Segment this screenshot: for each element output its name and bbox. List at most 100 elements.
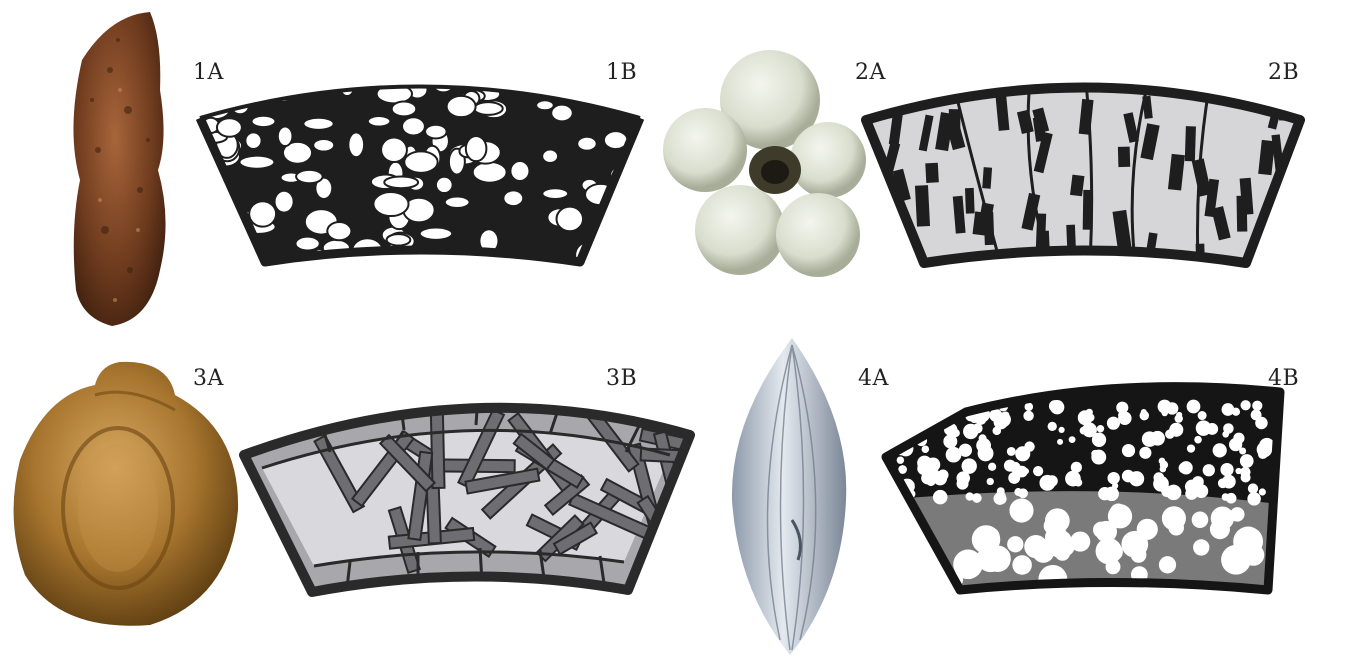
grain: [295, 237, 319, 251]
grain: [425, 252, 453, 275]
pore: [1220, 463, 1233, 476]
pore: [1255, 417, 1267, 429]
rod: [1118, 147, 1130, 168]
pore: [1110, 504, 1126, 520]
pore: [1122, 470, 1135, 483]
pore: [1222, 403, 1235, 416]
pore: [933, 472, 947, 486]
pore: [1142, 431, 1158, 447]
grain: [510, 161, 529, 181]
pore: [1230, 507, 1244, 521]
rod: [925, 163, 939, 183]
pore: [1248, 483, 1258, 493]
grain: [433, 77, 454, 93]
grain: [425, 125, 447, 139]
pore: [1222, 493, 1230, 501]
pore: [1222, 431, 1229, 438]
pore: [1261, 447, 1271, 457]
pore: [1050, 400, 1064, 414]
pore: [960, 476, 967, 483]
pore: [1213, 443, 1227, 457]
grain: [270, 82, 286, 92]
rod: [915, 185, 930, 226]
grain: [536, 100, 554, 110]
pore: [1069, 436, 1076, 443]
pore: [994, 492, 1007, 505]
pore: [1033, 466, 1043, 476]
grain: [542, 150, 558, 163]
pore: [985, 448, 991, 454]
pore: [1240, 467, 1250, 477]
rod: [1185, 126, 1196, 161]
grain: [381, 138, 407, 162]
grain: [473, 162, 507, 183]
pore: [1122, 444, 1135, 457]
grain: [420, 228, 453, 240]
pore: [904, 419, 919, 434]
grain: [557, 207, 584, 232]
pore: [1193, 539, 1209, 555]
pore: [1241, 400, 1251, 410]
pore: [933, 490, 948, 505]
pore: [1174, 414, 1182, 422]
pore: [897, 456, 904, 463]
pore: [1008, 472, 1020, 484]
pore: [987, 478, 994, 485]
pore: [1107, 419, 1114, 426]
grain: [275, 191, 294, 213]
pore: [992, 426, 1001, 435]
pore: [1023, 411, 1033, 421]
grain: [387, 234, 411, 245]
pore: [963, 424, 978, 439]
pore: [1087, 414, 1095, 422]
pore: [1247, 492, 1260, 505]
diagram-1b: [190, 60, 650, 275]
rod: [965, 188, 975, 214]
grain: [542, 188, 568, 199]
pore: [1106, 543, 1123, 560]
grain: [327, 222, 351, 240]
pore: [972, 493, 982, 503]
pore: [1194, 436, 1202, 444]
pore: [1048, 422, 1057, 431]
pore: [1252, 401, 1262, 411]
smooth-porcelaneous-test-icon: [14, 362, 238, 626]
grain: [245, 132, 261, 149]
grain: [384, 177, 418, 189]
pore: [1095, 521, 1117, 543]
pore: [1159, 458, 1166, 465]
pore: [953, 550, 983, 580]
pore: [1185, 480, 1199, 494]
pore: [1074, 479, 1082, 487]
pore: [1070, 531, 1090, 551]
pore: [922, 445, 930, 453]
pore: [1118, 412, 1125, 419]
grain: [339, 74, 354, 96]
grain: [249, 201, 276, 226]
pore: [1098, 487, 1111, 500]
pore: [1009, 498, 1033, 522]
pore: [1032, 541, 1054, 563]
grain: [466, 136, 487, 161]
grain: [392, 101, 417, 116]
pore: [1024, 441, 1034, 451]
grain: [447, 96, 476, 117]
diagram-3b: [240, 370, 738, 600]
grain: [348, 132, 364, 157]
pore: [1240, 454, 1254, 468]
pore: [917, 407, 932, 422]
pore: [1168, 520, 1184, 536]
grain: [278, 126, 293, 146]
pore: [1058, 427, 1064, 433]
pore: [1106, 559, 1121, 574]
pore: [946, 447, 962, 463]
pore: [1057, 439, 1063, 445]
pore: [988, 463, 996, 471]
pore: [915, 415, 930, 430]
grain: [373, 192, 408, 216]
pore: [1165, 429, 1174, 438]
pore: [1139, 447, 1151, 459]
grain: [230, 237, 246, 248]
pore: [900, 403, 910, 413]
